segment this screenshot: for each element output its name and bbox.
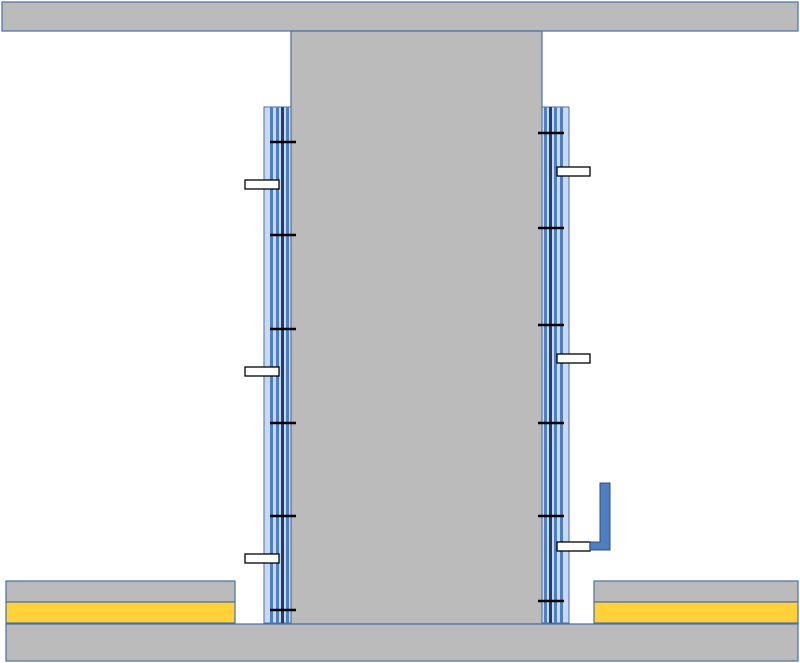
right-wall-layers [541,106,570,624]
right-ties [538,131,564,603]
left-ledge-slab [5,580,236,603]
right-wall-layer-1 [544,107,547,623]
left-spacers [244,179,280,564]
left-insulation [5,601,236,624]
left-wall-layer-1 [270,107,273,623]
top-slab [1,1,799,32]
right-wall-layer-4 [560,107,563,623]
spacer-left-1 [244,179,280,190]
left-ties [270,140,296,612]
l-bracket-icon [589,482,611,551]
spacer-left-2 [244,366,280,377]
right-wall-layer-2 [549,107,552,623]
right-wall-layer-3 [554,107,557,623]
left-wall-layer-4 [286,107,289,623]
left-wall-layers [263,106,292,624]
left-wall-layer-3 [281,107,284,623]
right-insulation [593,601,799,624]
spacer-right-2 [556,353,591,364]
spacer-left-3 [244,553,280,564]
spacer-right-3 [556,541,591,552]
central-column [290,30,543,625]
spacer-right-1 [556,166,591,177]
right-ledge-slab [593,580,799,603]
bottom-slab [5,623,799,662]
left-wall-layer-2 [276,107,279,623]
